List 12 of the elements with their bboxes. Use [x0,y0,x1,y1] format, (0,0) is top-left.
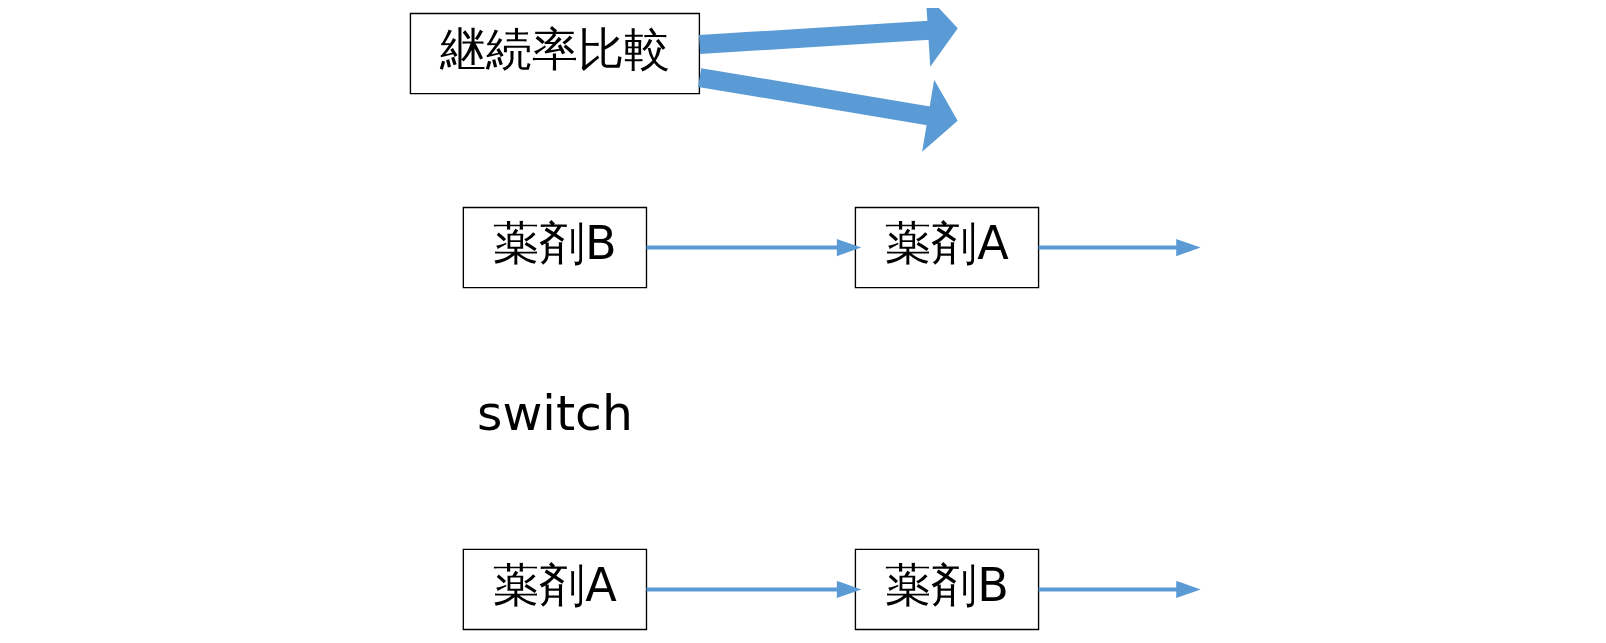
arrow [699,8,958,67]
node-box: 薬剤A [462,548,648,631]
node-box: 薬剤B [854,548,1040,631]
node-box: 薬剤B [462,206,648,289]
arrow [646,239,862,257]
arrow [1038,580,1201,598]
arrow [698,68,958,152]
node-box: 薬剤A [854,206,1040,289]
arrow [1038,239,1201,257]
node-box: 継続率比較 [409,12,701,95]
arrow [646,580,862,598]
label: switch [476,385,633,443]
